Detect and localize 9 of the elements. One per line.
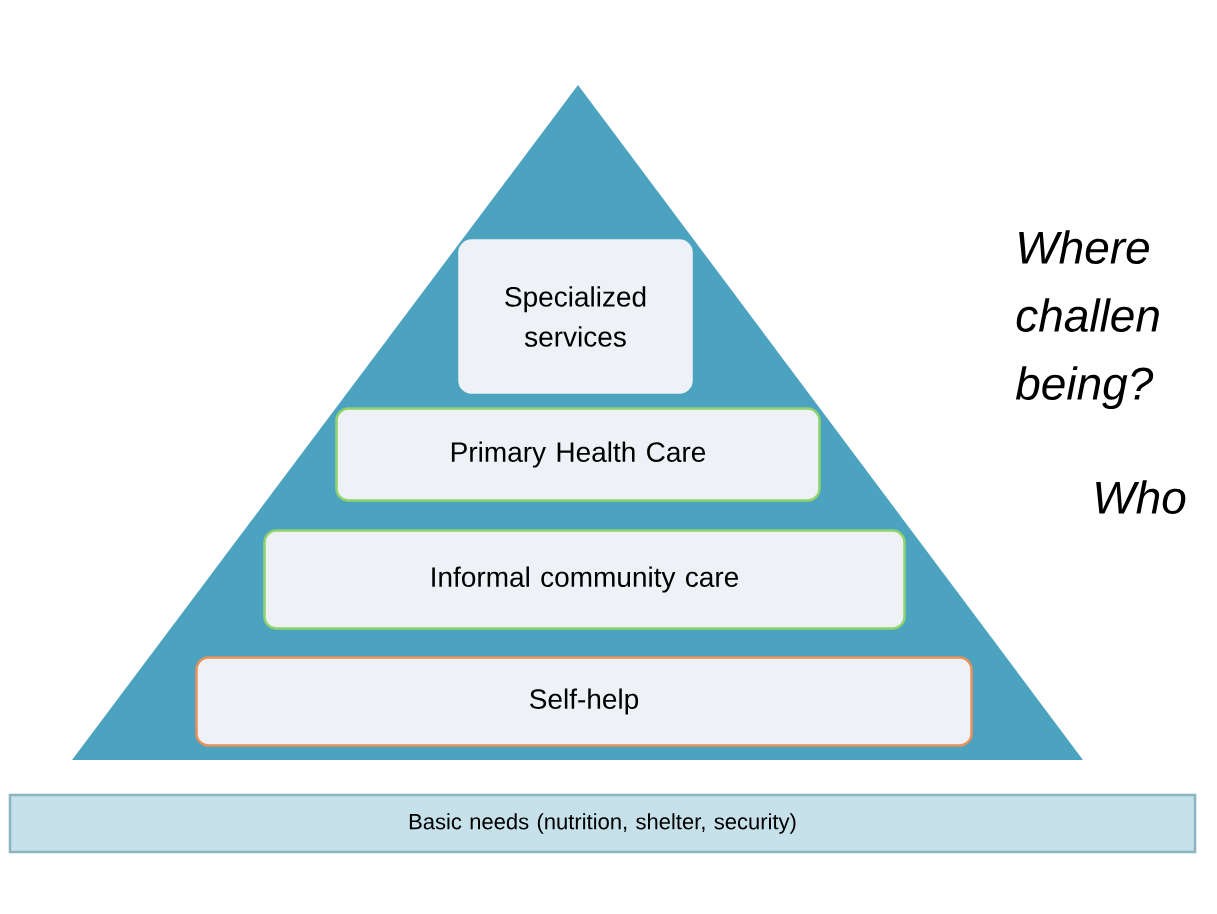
question-text: challen	[1016, 298, 1159, 332]
base-bar: Basic needs (nutrition, shelter, security)	[8, 793, 1197, 854]
question-text: Who	[1096, 480, 1186, 514]
tier-box: Self-help	[195, 656, 973, 747]
question-text: being?	[1015, 366, 1154, 410]
tier-box: Primary Health Care	[335, 407, 821, 502]
question-text: Where	[1019, 230, 1149, 264]
tier-box: Informal community care	[263, 529, 906, 630]
tier-box: Specialized services	[458, 239, 693, 394]
